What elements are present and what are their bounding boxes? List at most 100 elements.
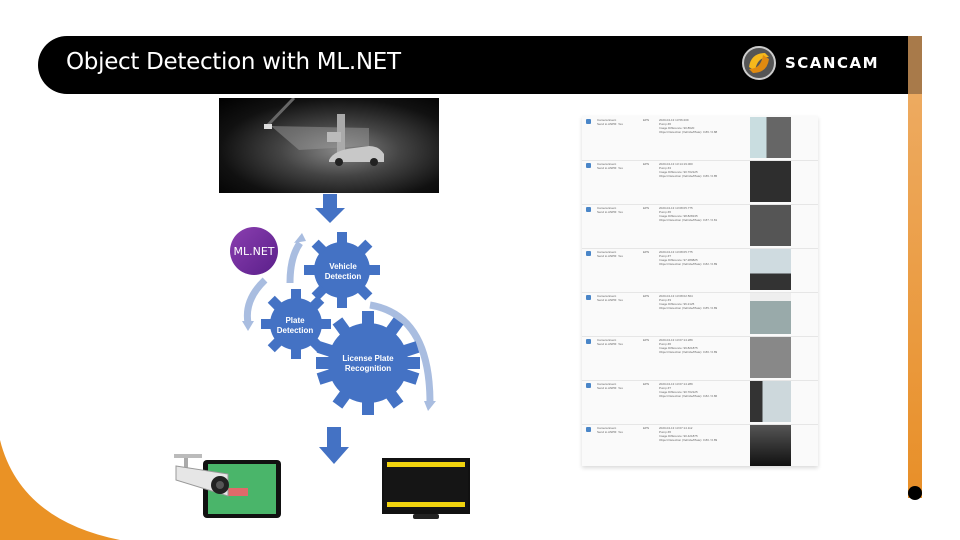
- detection-score: Object Detection (Vehicle/Plate): 0.87 /…: [659, 218, 718, 222]
- checkbox[interactable]: [586, 251, 591, 256]
- image-difference: Image Difference: 96.2125: [659, 302, 695, 306]
- event-time: 2020-04-13 13:07:14.289: [659, 338, 693, 342]
- detection-score: Object Detection (Vehicle/Plate): 0.86 /…: [659, 174, 718, 178]
- event-time: 2020-04-13 13:07:14.112: [659, 426, 693, 430]
- checkbox[interactable]: [586, 339, 591, 344]
- detection-score: Object Detection (Vehicle/Plate): 0.82 /…: [659, 262, 718, 266]
- anpr-status: Send to ANPR: Yes: [597, 298, 623, 302]
- event-type: Camera Event: [597, 426, 617, 430]
- event-type: Camera Event: [597, 250, 617, 254]
- event-time: 2020-04-13 13:14:19.000: [659, 162, 693, 166]
- side-accent-dot: [908, 486, 922, 500]
- anpr-status: Send to ANPR: Yes: [597, 122, 623, 126]
- event-type: Camera Event: [597, 294, 617, 298]
- event-thumbnail[interactable]: [750, 337, 791, 378]
- checkbox[interactable]: [586, 383, 591, 388]
- cycle-arrow-head: [294, 233, 306, 243]
- detection-score: Object Detection (Vehicle/Plate): 0.82 /…: [659, 394, 718, 398]
- anpr-status: Send to ANPR: Yes: [597, 386, 623, 390]
- gear-label-license-plate-recognition: License Plate Recognition: [342, 354, 394, 373]
- event-type: Camera Event: [597, 382, 617, 386]
- checkbox[interactable]: [586, 163, 591, 168]
- event-thumbnail[interactable]: [750, 161, 791, 202]
- event-time: 2020-04-13 13:56:209: [659, 118, 689, 122]
- pump: Pump #3: [659, 298, 672, 302]
- image-difference: Image Difference: 90.421875: [659, 434, 698, 438]
- gear-label-plate-detection: Plate Detection: [276, 316, 314, 335]
- event-type: Camera Event: [597, 162, 617, 166]
- brand-name: SCANCAM: [785, 54, 880, 72]
- event-thumbnail[interactable]: [750, 249, 791, 290]
- event-time: 2020-04-13 13:08:05.775: [659, 206, 693, 210]
- event-type: Camera Event: [597, 338, 617, 342]
- down-arrow-icon: [319, 427, 349, 464]
- image-difference: Image Difference: 97.289825: [659, 258, 698, 262]
- pump: Pump #7: [659, 254, 672, 258]
- pump: Pump #7: [659, 386, 672, 390]
- epn-label: EPN: [643, 162, 650, 166]
- epn-label: EPN: [643, 382, 650, 386]
- pump: Pump #6: [659, 430, 672, 434]
- cycle-arrow-head: [242, 321, 254, 331]
- gear-label-vehicle-detection: Vehicle Detection: [324, 262, 362, 281]
- event-time: 2020-04-13 13:07:14.289: [659, 382, 693, 386]
- checkbox[interactable]: [586, 427, 591, 432]
- checkbox[interactable]: [586, 207, 591, 212]
- anpr-status: Send to ANPR: Yes: [597, 342, 623, 346]
- epn-label: EPN: [643, 338, 650, 342]
- pump: Pump #6: [659, 342, 672, 346]
- epn-label: EPN: [643, 426, 650, 430]
- image-difference: Image Difference: 99.821875: [659, 346, 698, 350]
- gear-vehicle-detection: [304, 232, 380, 308]
- pump: Pump #4: [659, 166, 672, 170]
- side-accent-strip: [908, 36, 922, 498]
- slide-title: Object Detection with ML.NET: [66, 49, 401, 75]
- image-difference: Image Difference: 98.828135: [659, 214, 698, 218]
- event-type: Camera Event: [597, 118, 617, 122]
- image-difference: Image Difference: 90.8620: [659, 126, 695, 130]
- image-difference: Image Difference: 90.702125: [659, 390, 698, 394]
- gear-license-plate-recognition: [316, 311, 420, 415]
- cycle-arrow-icon: [243, 277, 268, 324]
- event-thumbnail[interactable]: [750, 205, 791, 246]
- detection-score: Object Detection (Vehicle/Plate): 0.86 /…: [659, 130, 718, 134]
- cycle-arrow-icon: [369, 301, 434, 404]
- event-thumbnail[interactable]: [750, 293, 791, 334]
- event-time: 2020-04-13 13:08:02.564: [659, 294, 693, 298]
- scancam-logo-icon: [742, 46, 776, 80]
- detection-score: Object Detection (Vehicle/Plate): 0.80 /…: [659, 350, 718, 354]
- mlnet-badge: ML.NET: [230, 227, 278, 275]
- event-thumbnail[interactable]: [750, 425, 791, 466]
- image-difference: Image Difference: 90.702125: [659, 170, 698, 174]
- monitor-icon: [382, 458, 470, 514]
- checkbox[interactable]: [586, 295, 591, 300]
- epn-label: EPN: [643, 294, 650, 298]
- anpr-status: Send to ANPR: Yes: [597, 210, 623, 214]
- security-camera-icon: [174, 454, 229, 497]
- cycle-arrow-head: [424, 401, 436, 411]
- checkbox[interactable]: [586, 119, 591, 124]
- anpr-status: Send to ANPR: Yes: [597, 166, 623, 170]
- event-type: Camera Event: [597, 206, 617, 210]
- anpr-status: Send to ANPR: Yes: [597, 430, 623, 434]
- event-thumbnail[interactable]: [750, 117, 791, 158]
- epn-label: EPN: [643, 250, 650, 254]
- camera-scene-image: [219, 98, 439, 193]
- scancam-logo: SCANCAM: [741, 45, 879, 81]
- gear-cycle-diagram: [242, 232, 436, 415]
- pump: Pump #6: [659, 122, 672, 126]
- epn-label: EPN: [643, 118, 650, 122]
- down-arrow-icon: [315, 194, 345, 223]
- detection-score: Object Detection (Vehicle/Plate): 0.80 /…: [659, 438, 718, 442]
- event-thumbnail[interactable]: [750, 381, 791, 422]
- event-time: 2020-04-13 13:08:05.775: [659, 250, 693, 254]
